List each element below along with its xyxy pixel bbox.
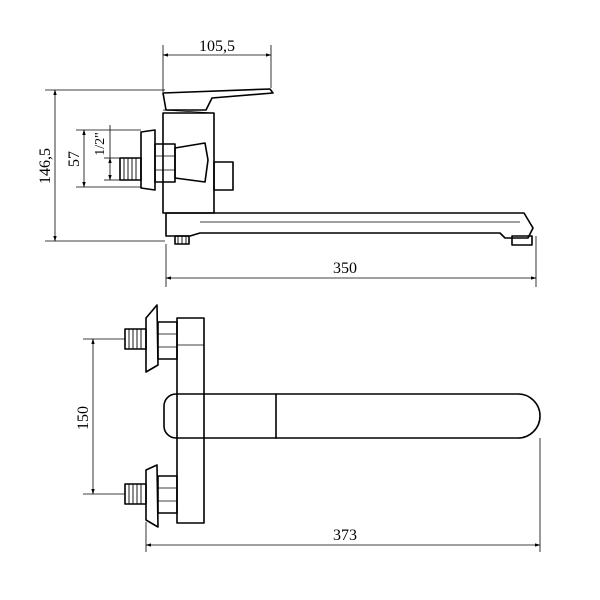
mixer-body <box>162 112 215 214</box>
dimension-top-width-label: 105,5 <box>199 38 235 55</box>
wall-flange <box>140 129 156 191</box>
dimension-spout-length: 350 <box>165 236 537 287</box>
dimension-top-width: 105,5 <box>162 38 272 92</box>
thread-hatching <box>123 158 137 180</box>
top-flange <box>145 304 159 373</box>
top-threaded-inlet <box>124 328 147 350</box>
side-view <box>119 88 534 246</box>
knob-hatching <box>177 236 187 244</box>
threaded-inlet <box>119 157 142 181</box>
front-body <box>176 317 205 524</box>
dimension-thread-size-label: 1/2" <box>93 132 108 156</box>
dimension-inlet-spacing: 150 <box>75 338 125 495</box>
dimension-spout-length-label: 350 <box>333 260 357 277</box>
front-spout <box>163 393 541 439</box>
aerator <box>511 235 533 246</box>
hex-nut <box>154 143 176 183</box>
spout <box>165 212 534 239</box>
front-view <box>124 304 541 528</box>
body-joint-line <box>162 109 215 114</box>
bottom-hex-nut <box>157 475 178 514</box>
dimension-total-length: 373 <box>145 438 541 552</box>
handle-lever <box>162 88 274 111</box>
dimension-inlet-spacing-label: 150 <box>75 406 92 430</box>
bottom-threaded-inlet <box>124 483 147 505</box>
eccentric-nut <box>174 142 209 183</box>
top-hex-nut <box>157 321 178 360</box>
dimension-thread-size: 1/2" <box>93 125 120 181</box>
top-thread-hatching <box>128 329 142 349</box>
bottom-thread-hatching <box>128 484 142 504</box>
cartridge-cap <box>213 161 234 191</box>
dimension-total-length-label: 373 <box>333 527 357 544</box>
bottom-flange <box>145 464 159 528</box>
dimension-inlet-height: 57 <box>66 129 141 188</box>
dimension-total-height: 146,5 <box>37 89 165 242</box>
dimension-total-height-label: 146,5 <box>37 148 54 184</box>
dimension-inlet-height-label: 57 <box>66 151 83 167</box>
